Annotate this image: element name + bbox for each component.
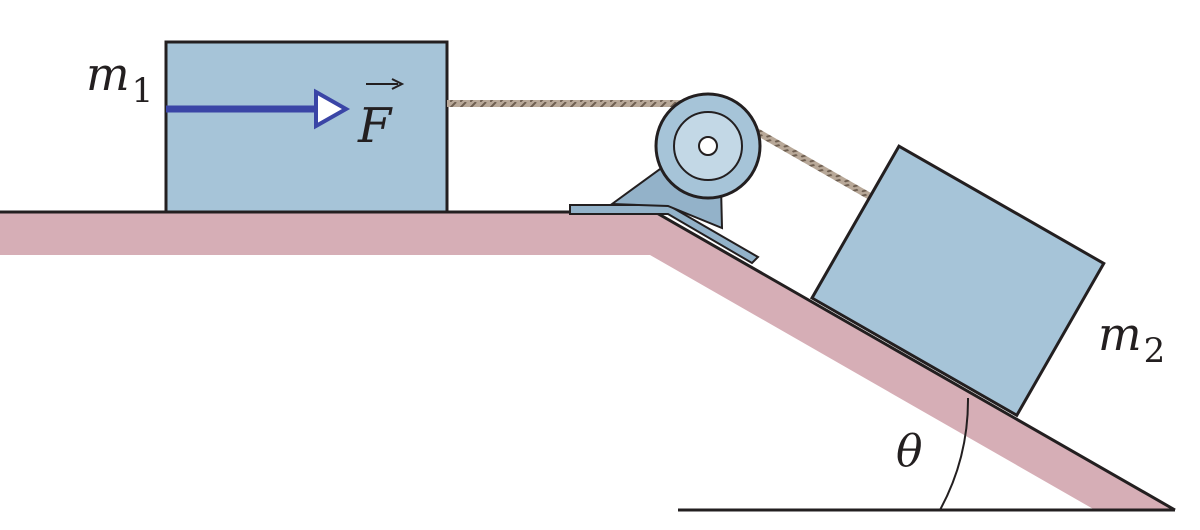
angle-arc xyxy=(939,397,970,511)
ground-surface xyxy=(0,212,1175,510)
mass2-label: m2 xyxy=(1098,307,1165,371)
block-m1 xyxy=(164,40,449,214)
mass1-label: m1 xyxy=(86,47,153,111)
pulley-wheel xyxy=(654,92,762,200)
force-arrow xyxy=(166,88,351,130)
svg-text:F: F xyxy=(357,98,393,154)
force-label: F xyxy=(357,78,405,154)
rope-incline xyxy=(738,118,879,204)
angle-label: θ xyxy=(896,426,923,477)
rope-horizontal xyxy=(447,100,705,107)
block-m2 xyxy=(809,144,1106,418)
